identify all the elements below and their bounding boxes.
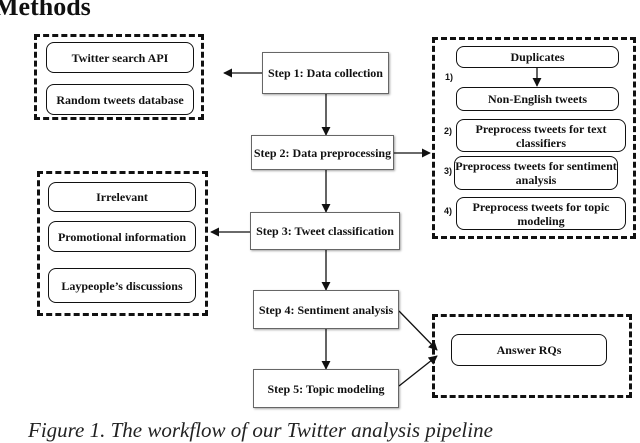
step-4-box: Step 4: Sentiment analysis <box>253 290 399 329</box>
removal-duplicates: Duplicates <box>456 46 619 68</box>
step-5-label: Step 5: Topic modeling <box>267 381 385 396</box>
step-3-box: Step 3: Tweet classification <box>250 212 400 250</box>
answer-rqs-box: Answer RQs <box>451 334 607 366</box>
category-promotional-information: Promotional information <box>48 221 196 252</box>
preprocessing-number-3: 3) <box>444 166 453 176</box>
preprocessing-number-2: 2) <box>444 126 453 136</box>
step-2-label: Step 2: Data preprocessing <box>253 145 392 160</box>
arrow-step5-to-answer <box>398 355 438 387</box>
data-sources-group <box>34 34 204 120</box>
step-3-label: Step 3: Tweet classification <box>256 224 394 238</box>
removal-non-english-tweets: Non-English tweets <box>456 87 619 111</box>
step-1-box: Step 1: Data collection <box>262 52 389 94</box>
category-irrelevant: Irrelevant <box>48 182 196 212</box>
section-heading: Methods <box>0 0 91 21</box>
source-random-tweets-database: Random tweets database <box>46 84 194 115</box>
preprocessing-number-1: 1) <box>445 72 454 82</box>
source-twitter-search-api: Twitter search API <box>46 42 194 73</box>
preprocess-topic-modeling: Preprocess tweets for topic modeling <box>456 197 626 230</box>
category-laypeople-discussions: Laypeople’s discussions <box>48 268 196 303</box>
step-5-box: Step 5: Topic modeling <box>253 369 399 408</box>
preprocessing-number-4: 4) <box>444 206 453 216</box>
tweet-categories-group <box>37 171 208 316</box>
preprocessing-group <box>432 37 636 239</box>
arrow-step4-to-answer <box>398 310 438 351</box>
step-2-box: Step 2: Data preprocessing <box>251 135 394 170</box>
preprocess-text-classifiers: Preprocess tweets for text classifiers <box>456 119 626 152</box>
step-1-label: Step 1: Data collection <box>268 66 383 80</box>
step-4-label: Step 4: Sentiment analysis <box>258 302 394 317</box>
figure-caption: Figure 1. The workflow of our Twitter an… <box>28 418 493 442</box>
preprocess-sentiment-analysis: Preprocess tweets for sentiment analysis <box>454 156 618 190</box>
